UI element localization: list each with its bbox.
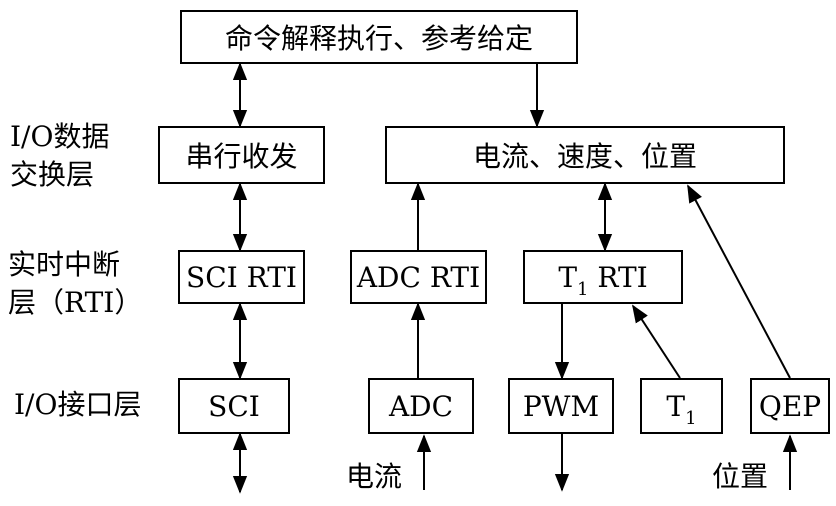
- box-current-speed-position: 电流、速度、位置: [385, 126, 785, 184]
- signal-label-position: 位置: [712, 460, 769, 493]
- box-serial-transceiver: 串行收发: [158, 126, 325, 184]
- box-t1-rti: T1 RTI: [523, 250, 683, 304]
- layer-label-io-interface: I/O接口层: [14, 388, 142, 421]
- box-command-interpreter: 命令解释执行、参考给定: [180, 10, 578, 64]
- signal-label-current: 电流: [346, 460, 403, 493]
- t1-rti-label: T1 RTI: [558, 260, 648, 300]
- box-sci-rti: SCI RTI: [178, 250, 305, 304]
- arrow-t1-t1rti: [632, 304, 681, 379]
- t1-label: T1: [666, 389, 697, 429]
- arrow-qep-csp: [687, 184, 791, 379]
- box-sci: SCI: [178, 378, 290, 434]
- layer-label-realtime-interrupt: 实时中断 层（RTI）: [8, 248, 143, 319]
- box-pwm: PWM: [508, 378, 614, 434]
- box-t1: T1: [640, 378, 723, 434]
- layer-label-io-exchange: I/O数据 交换层: [10, 120, 110, 191]
- box-adc: ADC: [368, 378, 474, 434]
- box-qep: QEP: [750, 378, 830, 434]
- box-adc-rti: ADC RTI: [350, 250, 487, 304]
